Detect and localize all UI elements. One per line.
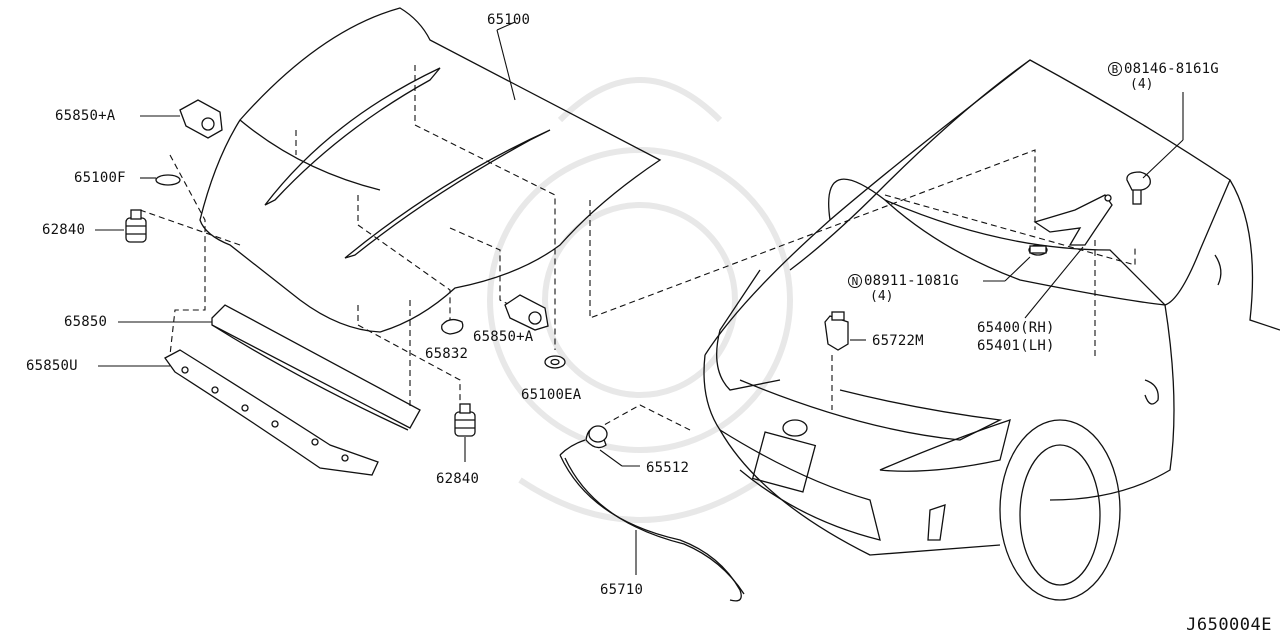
hood-pad-65832 (441, 318, 464, 335)
hinge-nut (1028, 244, 1048, 256)
label-65100ea: 65100EA (521, 387, 582, 403)
label-65850-a-top: 65850+A (55, 108, 116, 124)
hood-dashed-lines (139, 65, 1136, 431)
hood-stay-bracket-mid (504, 294, 549, 331)
bolt-code: 08146-8161G (1124, 61, 1219, 77)
label-65512: 65512 (646, 460, 690, 476)
hinge-bolt (1126, 171, 1151, 205)
label-62840-bottom: 62840 (436, 471, 480, 487)
label-65100: 65100 (487, 12, 531, 28)
hood-lock-65512 (585, 425, 608, 449)
label-65832: 65832 (425, 346, 469, 362)
label-65710: 65710 (600, 582, 644, 598)
bolt-prefix-circle: B (1108, 62, 1122, 76)
label-65850: 65850 (64, 314, 108, 330)
label-nut-qty: (4) (870, 289, 894, 304)
diagram-reference-code: J650004E (1186, 615, 1272, 635)
hood-seal-65850 (211, 304, 421, 431)
leader-65100 (496, 29, 516, 101)
car-front-body (703, 59, 1280, 601)
hood-panel (199, 7, 662, 333)
label-65100f: 65100F (74, 170, 126, 186)
hood-stay-bracket-top (179, 99, 223, 139)
hood-pad-65100f (155, 174, 181, 186)
hood-bumper-rubber-bottom (454, 403, 476, 437)
label-65400: 65400(RH) (977, 320, 1055, 336)
hood-lock-clip (824, 311, 849, 351)
nut-prefix-circle: N (848, 274, 862, 288)
hood-hinge (1033, 194, 1113, 246)
hood-release-cable (559, 439, 742, 602)
label-62840-top: 62840 (42, 222, 86, 238)
label-65401: 65401(LH) (977, 338, 1055, 354)
grommet-65100ea (544, 355, 566, 369)
label-bolt-qty: (4) (1130, 77, 1154, 92)
hood-seal-65850u (164, 349, 379, 476)
nut-code: 08911-1081G (864, 273, 959, 289)
label-65850-a-mid: 65850+A (473, 329, 534, 345)
label-65850u: 65850U (26, 358, 78, 374)
hood-bumper-rubber-top (125, 209, 147, 243)
watermark-emblem (487, 77, 793, 523)
label-65722m: 65722M (872, 333, 924, 349)
